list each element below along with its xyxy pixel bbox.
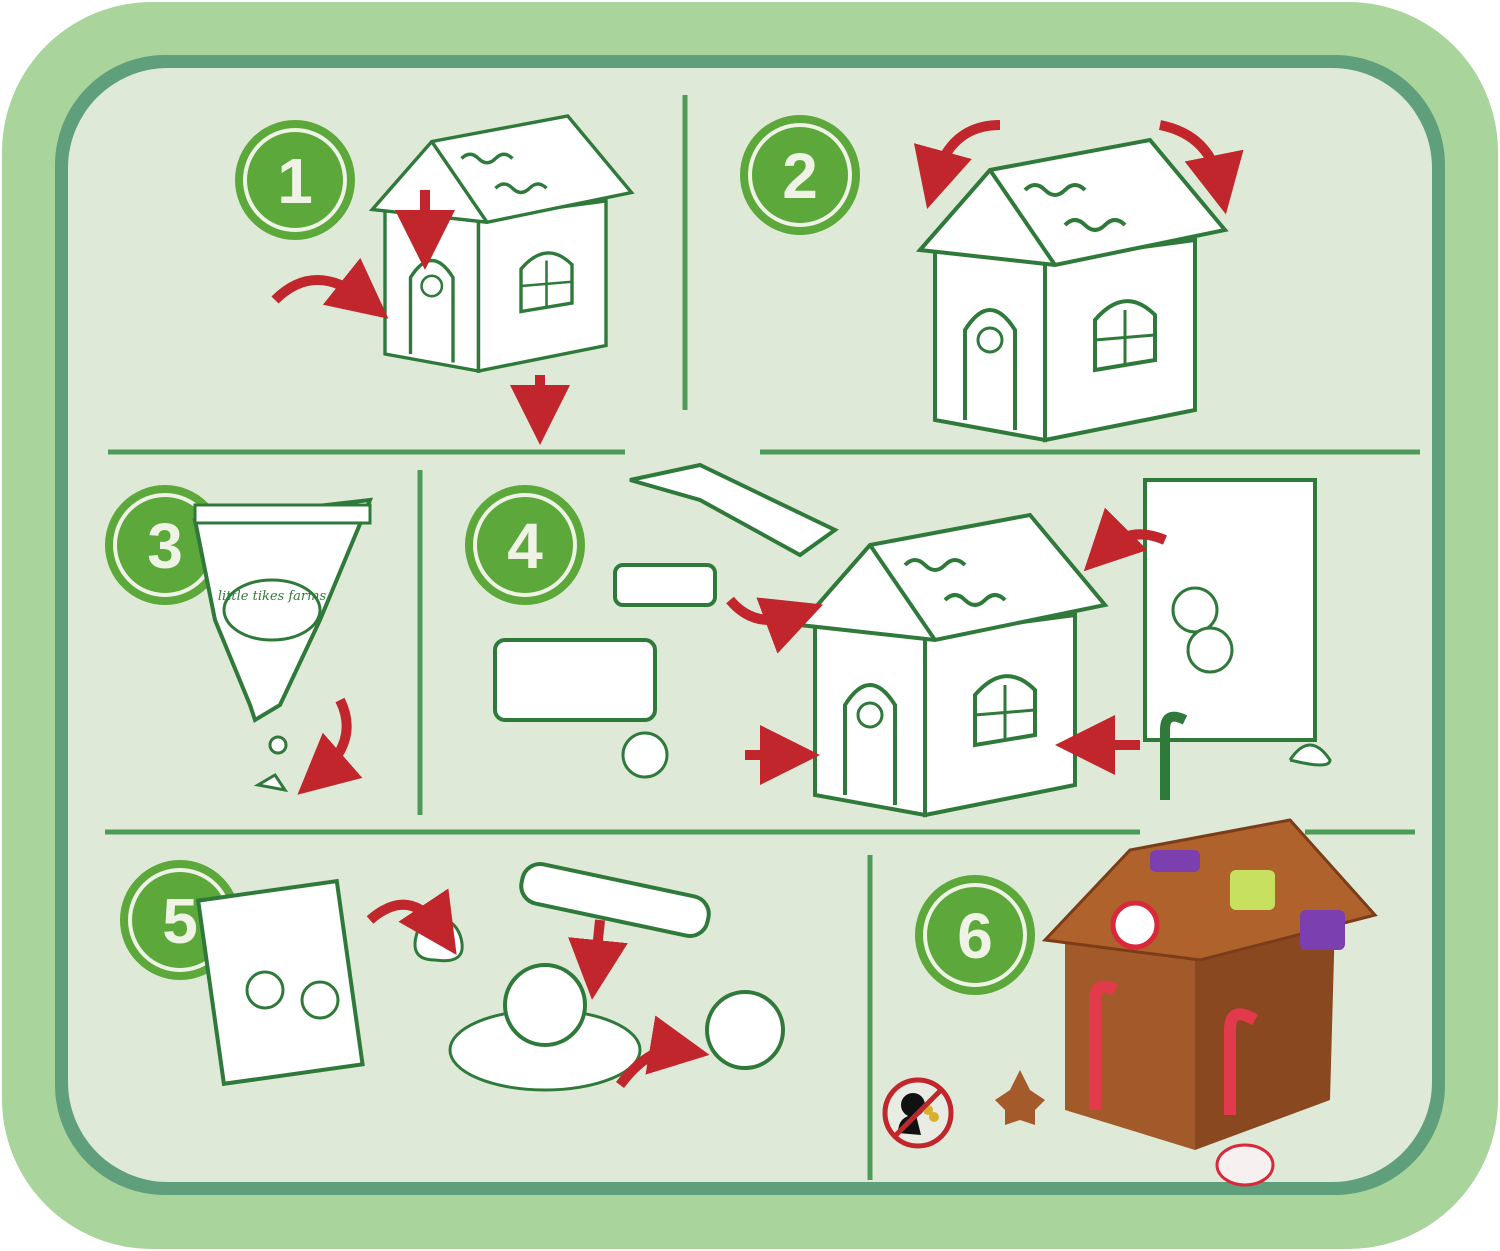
no-eating-icon xyxy=(882,1077,954,1149)
step-1-illustration xyxy=(271,114,634,445)
step-number: 6 xyxy=(957,900,993,972)
step-1-badge: 1 xyxy=(235,120,355,240)
step-number: 4 xyxy=(507,510,543,582)
logo-text: little tikes farms xyxy=(218,589,327,604)
step-6-badge: 6 xyxy=(915,875,1035,995)
finished-gingerbread-house xyxy=(995,818,1378,1187)
step-4-illustration xyxy=(493,462,1332,817)
step-number: 5 xyxy=(162,885,198,957)
step-number: 3 xyxy=(147,510,183,582)
step-number: 2 xyxy=(782,140,818,212)
step-5-illustration xyxy=(195,862,785,1092)
step-2-badge: 2 xyxy=(740,115,860,235)
step-3-illustration: little tikes farms xyxy=(192,497,374,795)
step-2-illustration xyxy=(913,120,1244,442)
dividers xyxy=(105,95,1420,1180)
step-4-badge: 4 xyxy=(465,485,585,605)
step-number: 1 xyxy=(277,145,313,217)
